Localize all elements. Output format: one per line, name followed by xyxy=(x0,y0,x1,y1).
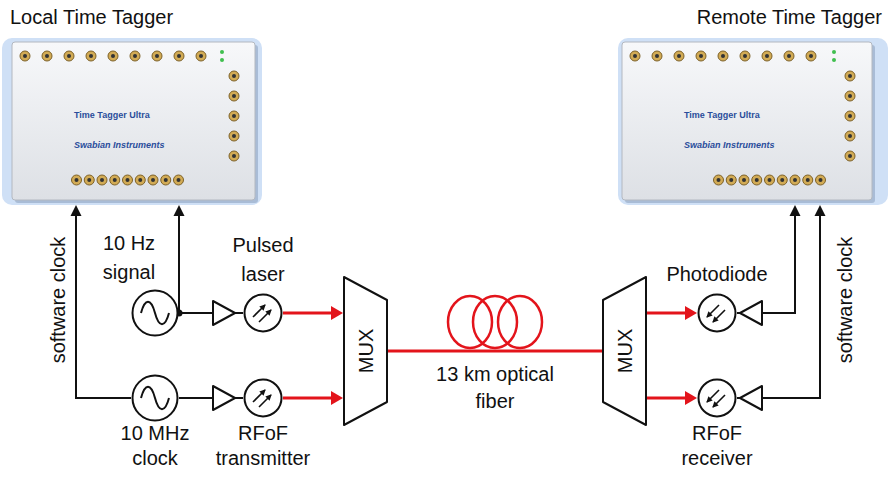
rfof-transmitter: RFoF transmitter xyxy=(243,378,283,418)
electrical-connector xyxy=(737,205,826,398)
multiplexer: MUX xyxy=(602,276,647,426)
node-label: MUX xyxy=(355,329,377,373)
arrow-head xyxy=(815,205,826,216)
connector-line xyxy=(737,214,820,398)
symbol-arrow-line xyxy=(713,310,725,322)
electrical-connector xyxy=(737,205,801,313)
node-label: Local Time Tagger xyxy=(10,4,173,30)
device-brand-text: Swabian Instruments xyxy=(74,140,165,150)
symbol-arrow-line xyxy=(713,395,725,407)
node-label: Remote Time Tagger xyxy=(697,4,882,30)
symbol-arrow-head xyxy=(265,309,271,315)
photodiode-circle xyxy=(699,295,736,332)
node-label: RFoF transmitter xyxy=(208,421,318,471)
arrow-head xyxy=(71,205,82,216)
electrical-connector xyxy=(174,205,185,313)
local-tagger-panel: Local Time Tagger xyxy=(0,38,262,205)
symbol-arrow-head xyxy=(265,394,271,400)
tagger-panel xyxy=(618,38,888,205)
fiber-spool xyxy=(448,296,542,348)
input-connectors xyxy=(20,51,855,185)
symbol-circle xyxy=(243,293,283,333)
edge-label: software clock xyxy=(47,237,69,364)
arrow-head xyxy=(685,391,697,405)
optical-connector xyxy=(388,351,602,352)
photodiode-circle xyxy=(699,380,736,417)
symbol-arrow-head xyxy=(712,316,718,322)
symbol-arrow-head xyxy=(259,304,265,310)
device-brand-text: Swabian Instruments xyxy=(684,140,775,150)
sine-wave xyxy=(141,387,169,410)
device-brand-text: Time Tagger Ultra xyxy=(74,110,150,120)
symbol-arrow-head xyxy=(706,396,712,402)
symbol-arrow-line xyxy=(253,305,265,317)
device-brand-text: Time Tagger Ultra xyxy=(684,110,760,120)
connector-line xyxy=(178,214,180,313)
edge-label: 13 km optical fiber xyxy=(435,361,555,415)
remote-tagger-panel: Remote Time Tagger xyxy=(618,38,888,205)
arrow-head xyxy=(790,205,801,216)
mux-trapezoid xyxy=(603,277,646,425)
laser-circle xyxy=(245,295,282,332)
sine-wave xyxy=(141,302,169,325)
multiplexer: MUX xyxy=(343,276,388,426)
node-label: Photodiode xyxy=(657,260,777,289)
status-leds xyxy=(220,50,836,62)
symbol-circle xyxy=(131,289,179,337)
arrow-head xyxy=(685,306,697,320)
connector-line xyxy=(388,350,602,353)
symbol-arrow-head xyxy=(259,389,265,395)
connector-line xyxy=(647,397,687,400)
optical-connector xyxy=(283,306,343,320)
pulsed-laser: Pulsed laser xyxy=(243,293,283,333)
generator-circle xyxy=(133,291,178,336)
node-label: MUX xyxy=(614,329,636,373)
node-label: RFoF receiver xyxy=(667,421,767,471)
time-tagger-device xyxy=(622,42,872,200)
symbol-circle xyxy=(243,378,283,418)
rfof-receiver: RFoF receiver xyxy=(697,378,737,418)
signal-generator: 10 Hz signal xyxy=(131,289,179,337)
symbol-arrow-head xyxy=(706,311,712,317)
symbol-circle xyxy=(697,378,737,418)
photodiode: Photodiode xyxy=(697,293,737,333)
mux-trapezoid xyxy=(344,277,387,425)
symbol-circle xyxy=(131,374,179,422)
time-tagger-device xyxy=(12,42,255,200)
arrow-head xyxy=(331,391,343,405)
clock-generator: 10 MHz clock xyxy=(131,374,179,422)
node-label: Pulsed laser xyxy=(223,231,303,289)
generator-circle xyxy=(133,376,178,421)
arrow-head xyxy=(331,306,343,320)
symbol-arrow-line xyxy=(707,305,719,317)
connector-line xyxy=(283,312,333,315)
arrow-head xyxy=(174,205,185,216)
tagger-panel xyxy=(2,38,262,205)
laser-circle xyxy=(245,380,282,417)
node-label: 10 Hz signal xyxy=(94,229,164,287)
optical-connector xyxy=(647,391,697,405)
optical-connector xyxy=(647,306,697,320)
symbol-circle xyxy=(697,293,737,333)
connector-line xyxy=(283,397,333,400)
symbol-arrow-line xyxy=(707,390,719,402)
edge-label: software clock xyxy=(834,237,856,364)
connector-line xyxy=(647,312,687,315)
optical-connector xyxy=(283,391,343,405)
symbol-arrow-line xyxy=(259,310,271,322)
symbol-arrow-line xyxy=(259,395,271,407)
node-label: 10 MHz clock xyxy=(115,421,195,471)
symbol-arrow-head xyxy=(712,401,718,407)
symbol-arrow-line xyxy=(253,390,265,402)
